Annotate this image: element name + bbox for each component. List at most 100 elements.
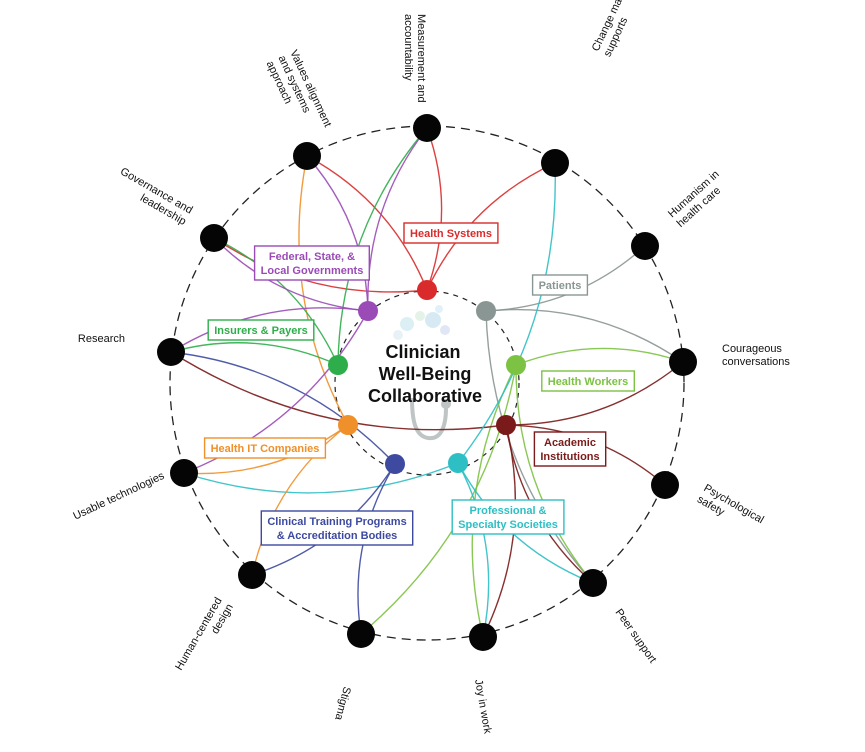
connection-insurers-payers-to-research: [170, 342, 339, 366]
connection-health-it-companies-to-values-alignment: [298, 155, 349, 426]
connection-health-systems-to-governance-leadership: [213, 237, 428, 293]
factor-node-stigma: [347, 620, 375, 648]
stakeholder-box-insurers-payers: [207, 319, 315, 341]
factor-label-courageous-conversations-line-2: conversations: [722, 356, 790, 368]
connection-health-workers-to-peer-support: [515, 364, 594, 584]
factor-label-psychological-safety: Psychologicalsafety: [695, 482, 766, 537]
center-title: Clinician Well-Being Collaborative: [368, 342, 482, 406]
stakeholder-text-health-workers-line-1: Health Workers: [548, 376, 629, 388]
connection-health-systems-to-measurement-accountability: [426, 127, 443, 291]
factor-node-peer-support: [579, 569, 607, 597]
stakeholder-dot-health-systems: [417, 280, 437, 300]
stakeholder-text-governments-line-2: Local Governments: [261, 265, 364, 277]
center-emblem: [393, 305, 451, 441]
factor-label-humanism: Humanism inhealth care: [666, 168, 730, 230]
connection-academic-institutions-to-research: [170, 351, 507, 431]
factor-label-research-line-1: Research: [78, 333, 125, 345]
factor-node-measurement-accountability: [413, 114, 441, 142]
connection-clinical-training-programs-to-stigma: [357, 463, 396, 635]
stakeholder-dot-health-it-companies: [338, 415, 358, 435]
factor-label-peer-support: Peer support: [613, 607, 659, 665]
connection-health-workers-to-courageous-conversations: [515, 347, 684, 366]
factor-research: Research: [78, 333, 185, 366]
factor-node-humanism: [631, 232, 659, 260]
stakeholder-box-clinical-training-programs: [260, 510, 414, 546]
stakeholder-text-clinical-training-programs-line-2: & Accreditation Bodies: [277, 530, 398, 542]
stakeholder-box-governments: [253, 245, 371, 281]
factor-node-governance-leadership: [200, 224, 228, 252]
factor-values-alignment: Values alignmentand systemsapproach: [264, 48, 333, 170]
stakeholder-text-professional-specialty-societies-line-2: Specialty Societies: [458, 519, 558, 531]
stakeholder-text-health-systems-line-1: Health Systems: [410, 228, 492, 240]
connection-professional-specialty-societies-to-usable-technologies: [183, 462, 459, 494]
stakeholder-label-clinical-training-programs: Clinical Training Programs & Accreditatio…: [260, 510, 414, 546]
factor-node-courageous-conversations: [669, 348, 697, 376]
stakeholder-text-clinical-training-programs-line-1: Clinical Training Programs: [267, 516, 406, 528]
stakeholder-box-health-systems: [403, 222, 499, 244]
connection-governments-to-values-alignment: [306, 155, 369, 312]
stakeholder-label-health-workers: Health Workers: [541, 370, 635, 392]
stakeholder-dot-health-workers: [506, 355, 526, 375]
center-title-line-1: Clinician: [385, 342, 460, 362]
stakeholder-box-professional-specialty-societies: [451, 499, 565, 535]
stakeholder-box-patients: [531, 274, 589, 296]
factor-label-measurement-accountability: Measurement andaccountability: [402, 14, 427, 103]
factor-label-human-centered-design: Human-centereddesign: [173, 596, 236, 679]
stakeholder-insurers-payers: Insurers & Payers: [207, 319, 348, 375]
stakeholder-label-patients: Patients: [531, 274, 589, 296]
factor-joy-in-work: Joy in work: [469, 623, 497, 735]
connection-health-systems-to-change-management: [426, 162, 556, 291]
factor-governance-leadership: Governance andleadership: [112, 166, 228, 252]
stakeholder-health-it-companies: Health IT Companies: [203, 415, 358, 459]
stakeholder-dot-professional-specialty-societies: [448, 453, 468, 473]
factor-change-management: Change managementsupports: [541, 0, 657, 177]
stakeholder-professional-specialty-societies: Professional &Specialty Societies: [448, 453, 565, 535]
stethoscope-icon: [410, 397, 448, 441]
outer-ring: [169, 125, 685, 641]
connection-professional-specialty-societies-to-change-management: [457, 162, 556, 464]
stakeholder-health-systems: Health Systems: [403, 222, 499, 300]
stakeholder-dot-insurers-payers: [328, 355, 348, 375]
factor-humanism: Humanism inhealth care: [631, 168, 730, 260]
connection-health-systems-to-values-alignment: [306, 155, 428, 291]
connection-professional-specialty-societies-to-peer-support: [457, 462, 594, 584]
stakeholder-box-academic-institutions: [533, 431, 607, 467]
factor-label-governance-leadership: Governance andleadership: [112, 166, 195, 228]
connection-health-it-companies-to-usable-technologies: [183, 424, 349, 475]
stakeholder-text-patients-line-1: Patients: [539, 280, 582, 292]
factor-node-research: [157, 338, 185, 366]
stakeholder-patients: Patients: [476, 274, 589, 321]
factor-node-values-alignment: [293, 142, 321, 170]
connection-academic-institutions-to-courageous-conversations: [505, 361, 684, 426]
stakeholder-label-professional-specialty-societies: Professional &Specialty Societies: [451, 499, 565, 535]
factor-label-joy-in-work-line-1: Joy in work: [472, 678, 493, 735]
factor-label-change-management: Change managementsupports: [590, 0, 657, 59]
connection-patients-to-peer-support: [485, 310, 594, 584]
stakeholder-box-health-it-companies: [203, 437, 327, 459]
stakeholder-box-health-workers: [541, 370, 635, 392]
stakeholder-health-workers: Health Workers: [506, 355, 635, 392]
stakeholder-text-academic-institutions-line-1: Academic: [544, 437, 596, 449]
factor-label-peer-support-line-1: Peer support: [613, 607, 659, 665]
center-title-line-2: Well-Being: [379, 364, 472, 384]
connection-governments-to-research: [170, 307, 369, 353]
connection-governments-to-measurement-accountability: [367, 127, 428, 312]
factor-node-psychological-safety: [651, 471, 679, 499]
connection-governments-to-usable-technologies: [183, 310, 369, 474]
stakeholder-text-health-it-companies-line-1: Health IT Companies: [211, 443, 320, 455]
stakeholder-label-governments: Federal, State, &Local Governments: [253, 245, 371, 281]
factor-psychological-safety: Psychologicalsafety: [651, 471, 766, 537]
stakeholder-dot-governments: [358, 301, 378, 321]
stakeholder-clinical-training-programs: Clinical Training Programs & Accreditatio…: [260, 454, 414, 546]
factor-label-stigma: Stigma: [332, 685, 353, 722]
factor-label-usable-technologies-line-1: Usable technologies: [71, 470, 166, 523]
connection-clinical-training-programs-to-research: [170, 351, 396, 465]
factor-node-change-management: [541, 149, 569, 177]
stakeholder-label-insurers-payers: Insurers & Payers: [207, 319, 315, 341]
center-title-line-3: Collaborative: [368, 386, 482, 406]
stakeholder-dot-clinical-training-programs: [385, 454, 405, 474]
